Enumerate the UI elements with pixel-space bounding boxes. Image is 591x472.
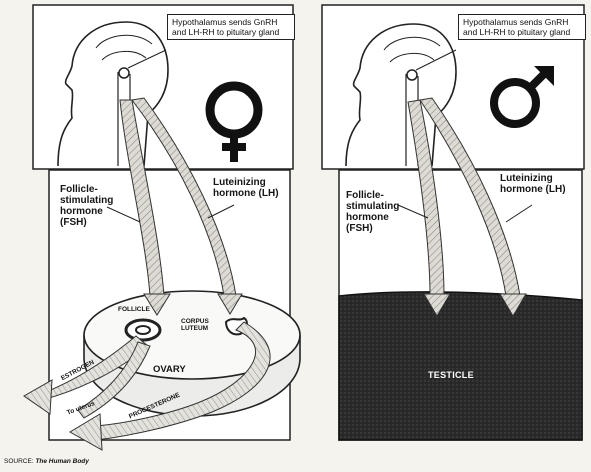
female-fsh-label: Follicle-stimulating hormone (FSH) xyxy=(60,184,122,228)
source-prefix: SOURCE: xyxy=(4,458,34,465)
source-credit: SOURCE: The Human Body xyxy=(4,458,89,465)
corpus-luteum-label: CORPUS LUTEUM xyxy=(181,318,221,332)
male-lh-label: Luteinizing hormone (LH) xyxy=(500,173,572,195)
female-pituitary xyxy=(119,68,129,78)
ovary-label: OVARY xyxy=(153,364,186,375)
male-hypothalamus-callout: Hypothalamus sends GnRH and LH-RH to pit… xyxy=(458,14,586,40)
follicle-icon xyxy=(126,320,160,340)
testicle-region xyxy=(339,292,582,440)
male-fsh-label: Follicle-stimulating hormone (FSH) xyxy=(346,190,404,234)
female-hypothalamus-callout: Hypothalamus sends GnRH and LH-RH to pit… xyxy=(167,14,295,40)
testicle-label: TESTICLE xyxy=(428,370,474,381)
female-lh-label: Luteinizing hormone (LH) xyxy=(213,177,279,199)
follicle-label: FOLLICLE xyxy=(118,306,150,313)
source-name: The Human Body xyxy=(35,458,88,465)
male-pituitary xyxy=(407,70,417,80)
